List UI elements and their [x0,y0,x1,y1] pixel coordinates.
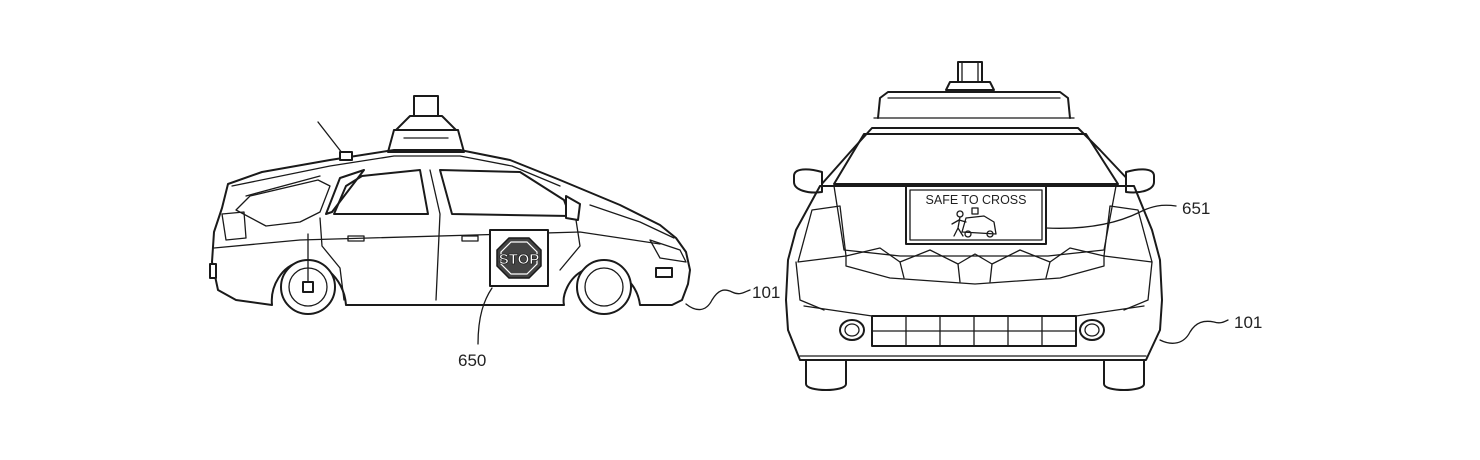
label-101-front-leader [1159,319,1229,344]
windshield [833,133,1119,185]
front-body-outline [785,185,1163,361]
front-view-vehicle: SAFE TO CROSS 651 101 [785,61,1262,391]
stop-sign-icon [496,237,542,279]
right-fog-light [1079,319,1105,341]
left-front-tire [805,359,847,391]
wheel-sensor [302,281,314,293]
label-651-leader [1045,204,1177,229]
label-650-leader [477,287,493,345]
label-650: 650 [458,351,486,370]
side-mirror [565,195,581,221]
right-mirror [1125,168,1155,194]
right-front-tire [1103,359,1145,391]
pedestrian-crossing-icon [951,207,997,238]
side-view-vehicle: STOP 650 101 [209,95,780,370]
label-101-front: 101 [1234,313,1262,332]
side-body-outline [211,149,691,306]
label-651: 651 [1182,199,1210,218]
roof-lidar-sensor [413,95,439,117]
rear-window [333,169,429,215]
roof-camera [339,151,353,161]
left-fog-light [839,319,865,341]
left-mirror [793,168,823,194]
upper-grille [845,247,1105,285]
label-101-side: 101 [752,283,780,302]
front-display-panel [905,185,1047,245]
front-display-message: SAFE TO CROSS [926,193,1027,207]
label-101-side-leader [685,289,751,311]
front-sensor-mount [945,81,995,91]
sensor-mount-lower [387,129,465,153]
stop-sign-text: STOP [499,251,540,268]
sensor-mount-upper [395,115,457,131]
side-marker-light [655,267,673,278]
roof-rack [877,91,1071,119]
